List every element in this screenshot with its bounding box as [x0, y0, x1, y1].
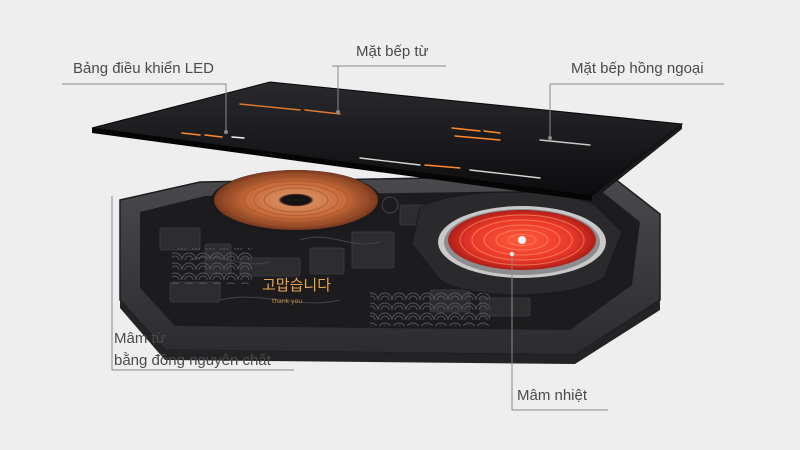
label-copper-coil-line2: bằng đồng nguyên chất [114, 352, 271, 369]
label-copper-coil: Mâm từ bằng đồng nguyên chất [114, 328, 271, 372]
brand-logo: 고맙습니다 thank you [262, 276, 331, 305]
copper-coil [210, 170, 382, 234]
svg-text:고맙습니다: 고맙습니다 [262, 276, 331, 294]
leader-led [62, 83, 227, 132]
label-infrared-surface: Mặt bếp hồng ngoại [571, 60, 704, 77]
glass-top-panel [91, 81, 684, 201]
led-indicators [181, 103, 591, 179]
label-induction-surface: Mặt bếp từ [356, 43, 429, 60]
svg-text:thank you: thank you [272, 298, 302, 305]
label-led-panel: Bảng điều khiển LED [73, 60, 214, 77]
label-copper-coil-line1: Mâm từ [114, 330, 166, 347]
leader-heat [511, 254, 608, 411]
leader-lines [62, 65, 724, 411]
label-heating-element: Mâm nhiệt [517, 387, 588, 404]
heating-element [411, 191, 623, 296]
leader-coil [111, 196, 294, 371]
